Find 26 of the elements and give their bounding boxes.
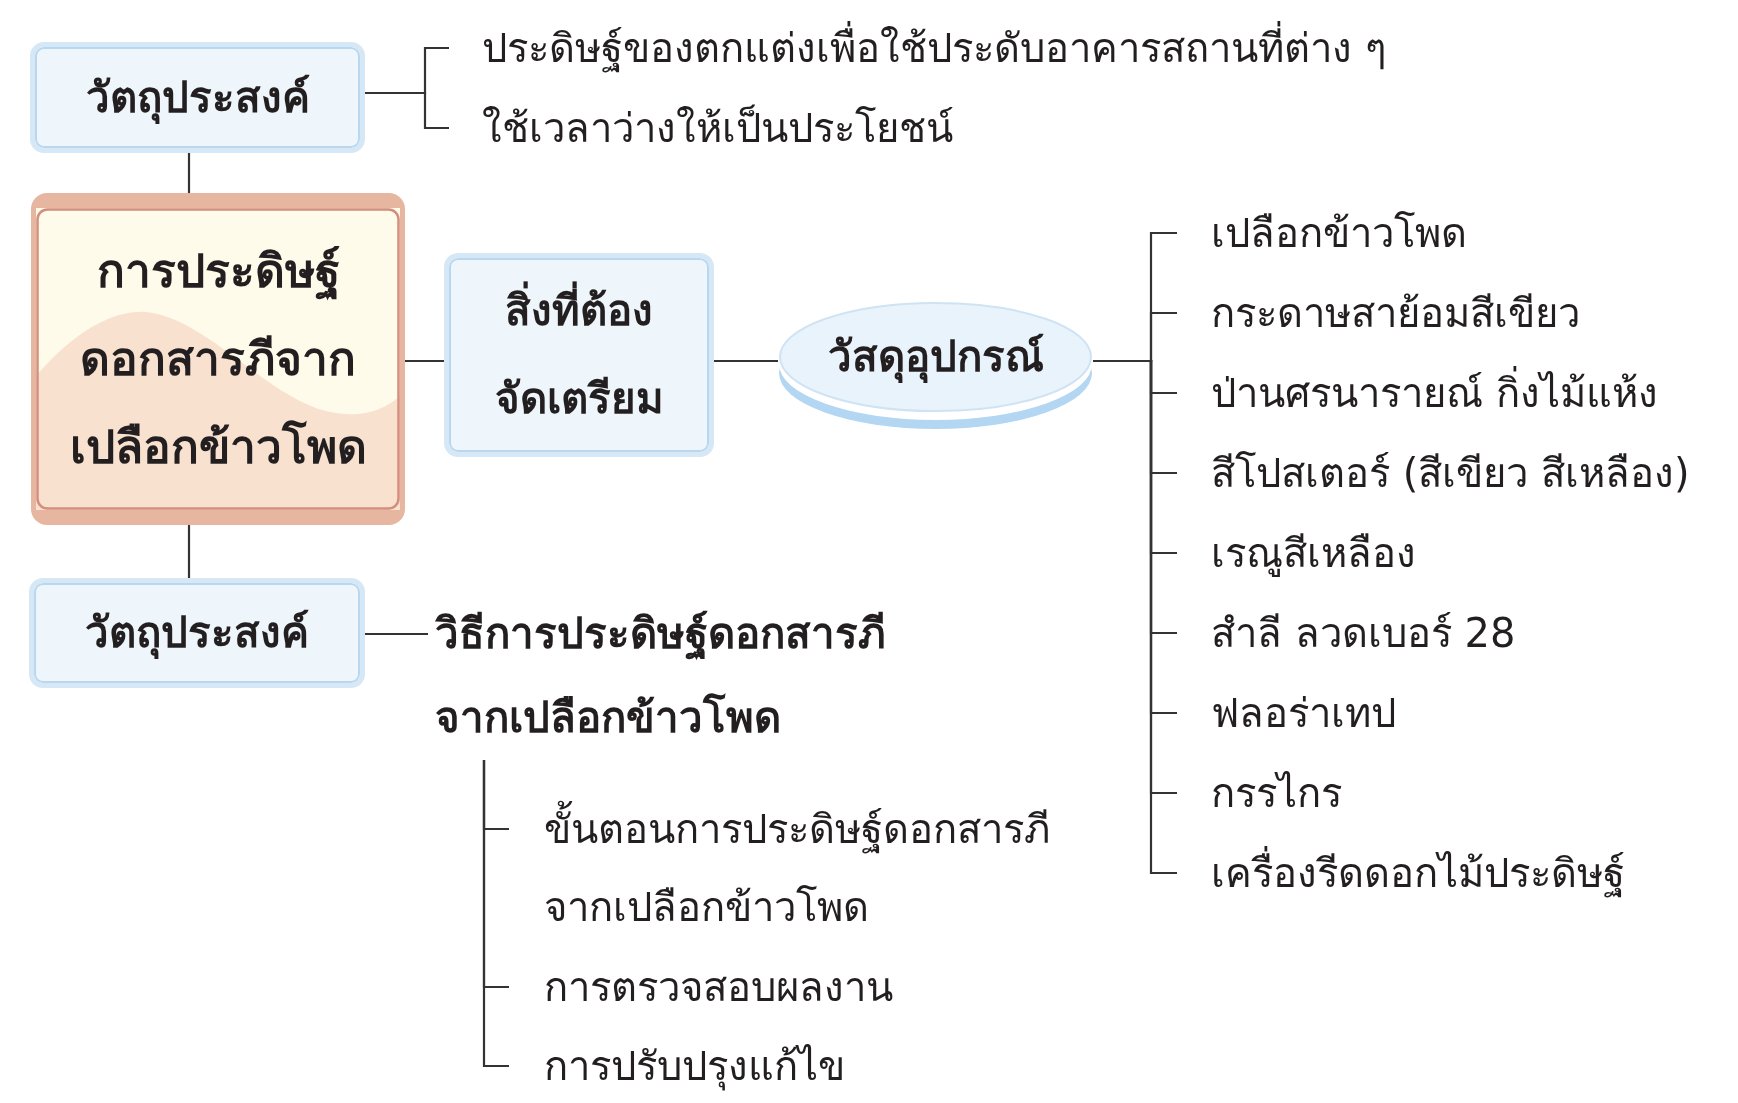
branch-text: การตรวจสอบผลงาน bbox=[509, 951, 893, 1023]
connector-line bbox=[187, 153, 191, 193]
branch-text: สีโปสเตอร์ (สีเขียว สีเหลือง) bbox=[1177, 433, 1690, 513]
main-topic-box: การประดิษฐ์ดอกสารภีจากเปลือกข้าวโพด bbox=[31, 193, 405, 525]
topic-box: วัตถุประสงค์ bbox=[29, 578, 365, 688]
connector-line bbox=[714, 359, 778, 363]
branch-text: ใช้เวลาว่างให้เป็นประโยชน์ bbox=[449, 88, 953, 168]
branch-text: การปรับปรุงแก้ไข bbox=[509, 1030, 845, 1102]
connector-line bbox=[365, 91, 449, 130]
branch-text: เปลือกข้าวโพด bbox=[1177, 193, 1467, 273]
branch-text: สำลี ลวดเบอร์ 28 bbox=[1177, 593, 1516, 673]
branch-heading: วิธีการประดิษฐ์ดอกสารภีจากเปลือกข้าวโพด bbox=[428, 592, 905, 760]
connector-line bbox=[482, 760, 509, 1068]
branch-text: เรณูสีเหลือง bbox=[1177, 513, 1416, 593]
connector-line bbox=[187, 525, 191, 578]
branch-text: เครื่องรีดดอกไม้ประดิษฐ์ bbox=[1177, 833, 1625, 913]
connector-line bbox=[365, 632, 428, 636]
topic-box: วัตถุประสงค์ bbox=[30, 42, 365, 153]
branch-text: ประดิษฐ์ของตกแต่งเพื่อใช้ประดับอาคารสถานที่ต่าง ๆ bbox=[449, 8, 1386, 88]
topic-box: สิ่งที่ต้องจัดเตรียม bbox=[444, 253, 714, 457]
branch-text: กรรไกร bbox=[1177, 753, 1342, 833]
branch-text: ป่านศรนารายณ์ กิ่งไม้แห้ง bbox=[1177, 353, 1658, 433]
branch-text: ขั้นตอนการประดิษฐ์ดอกสารภีจากเปลือกข้าวโพด bbox=[509, 790, 1104, 946]
branch-text: ฟลอร่าเทป bbox=[1177, 673, 1396, 753]
branch-text: กระดาษสาย้อมสีเขียว bbox=[1177, 273, 1580, 353]
connector-line bbox=[405, 359, 444, 363]
